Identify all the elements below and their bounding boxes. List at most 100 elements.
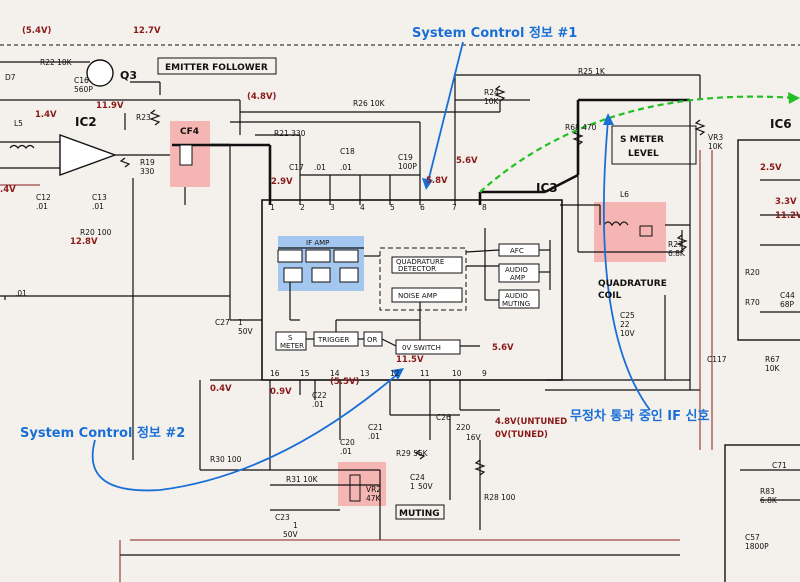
pin-15: 15 [300, 369, 310, 378]
r24-value: 10K [484, 97, 500, 106]
audio-muting-2: MUTING [502, 300, 530, 308]
ic2-label: IC2 [75, 115, 97, 129]
r28-label: R28 100 [484, 493, 516, 502]
c26-value: 220 [456, 423, 471, 432]
c13-value: .01 [92, 202, 104, 211]
r31-label: R31 10K [286, 475, 319, 484]
c19-value: 100P [398, 162, 417, 171]
pin-14: 14 [330, 369, 340, 378]
c24-rating: 50V [418, 482, 434, 491]
voltage-12-8: 12.8V [70, 237, 98, 247]
r68-label: R68 470 [565, 123, 597, 132]
c25-value: 22 [620, 320, 630, 329]
voltage-12: 0.4V [210, 384, 232, 394]
c25-label: C25 [620, 311, 635, 320]
c44-value: 68P [780, 300, 795, 309]
c16-label: C16 [74, 76, 89, 85]
cf4-label: CF4 [180, 127, 199, 137]
voltage-6: 2.9V [271, 177, 293, 187]
r26-label: R26 10K [353, 99, 386, 108]
pin-3: 3 [330, 203, 335, 212]
c57-label: C57 [745, 533, 760, 542]
r30-label: R30 100 [210, 455, 242, 464]
c27-value: 1 [238, 318, 243, 327]
r19-label: R19 [140, 158, 155, 167]
voltage-10: 11.5V [396, 355, 424, 365]
r19-value: 330 [140, 167, 155, 176]
r70-label: R70 [745, 298, 760, 307]
s-meter-block-1: S [288, 334, 293, 342]
ic3-chip [261, 199, 563, 381]
pin-7: 7 [452, 203, 457, 212]
voltage-8: 5.6V [456, 156, 478, 166]
pin-6: 6 [420, 203, 425, 212]
annotation-system-control-1: System Control 정보 #1 [412, 25, 577, 41]
emitter-follower-box [157, 57, 277, 75]
ic6-label: IC6 [770, 117, 792, 131]
voltage-15: 3.3V [775, 197, 797, 207]
voltage-2: 12.7V [133, 26, 161, 36]
voltage-13: 0.9V [270, 387, 292, 397]
r25-label: R25 1K [578, 67, 606, 76]
ic6-chip [737, 139, 800, 341]
c26-rating: 16V [466, 433, 482, 442]
r83-value: 6.8K [760, 496, 778, 505]
c23-value: 1 [293, 521, 298, 530]
r27-value: 6.8K [668, 249, 686, 258]
q3-label: Q3 [120, 69, 137, 82]
c20-value: .01 [340, 447, 352, 456]
c27-rating: 50V [238, 327, 254, 336]
vr2-label: VR2 [366, 485, 381, 494]
ov-switch-block: 0V SWITCH [402, 344, 441, 352]
annotation-system-control-2: System Control 정보 #2 [20, 425, 185, 441]
d7-label: D7 [5, 73, 16, 82]
qd-block-1: QUADRATURE [396, 258, 444, 266]
c22-label: C22 [312, 391, 327, 400]
s-meter-level-box [611, 125, 697, 165]
pin-1: 1 [270, 203, 275, 212]
vr3-value: 10K [708, 142, 724, 151]
l5-label: L5 [14, 119, 23, 128]
vr2-highlight [338, 462, 386, 506]
green-signal-arc [479, 95, 796, 193]
arrow-system-control-1 [427, 41, 464, 183]
vr3-label: VR3 [708, 133, 723, 142]
emitter-follower-label: EMITTER FOLLOWER [165, 63, 268, 73]
r20-label: R20 100 [80, 228, 112, 237]
pin-13: 13 [360, 369, 370, 378]
noise-amp-block: NOISE AMP [398, 292, 437, 300]
voltage-3: 1.4V [35, 110, 57, 120]
voltage-9: (5.5V) [330, 377, 360, 387]
r83-label: R83 [760, 487, 775, 496]
annotation-if-signal: 무정차 통과 중인 IF 신호 [570, 408, 710, 424]
c117-label: C117 [707, 355, 727, 364]
pin-16: 16 [270, 369, 280, 378]
vr2-value: 47K [366, 494, 382, 503]
or-block: OR [367, 336, 378, 344]
c24-label: C24 [410, 473, 425, 482]
l6-label: L6 [620, 190, 629, 199]
r24-label: R24 [484, 88, 499, 97]
pin-8: 8 [482, 203, 487, 212]
audio-amp-1: AUDIO [505, 266, 528, 274]
c21-label: C21 [368, 423, 383, 432]
afc-block: AFC [510, 247, 524, 255]
voltage-16: 11.2V [775, 211, 800, 221]
r29-label: R29 56K [396, 449, 429, 458]
c21-value: .01 [368, 432, 380, 441]
pin-2: 2 [300, 203, 305, 212]
voltage-1: (5.4V) [22, 26, 52, 36]
c24-value: 1 [410, 482, 415, 491]
c19-label: C19 [398, 153, 413, 162]
pin-10: 10 [452, 369, 462, 378]
r67-value: 10K [765, 364, 781, 373]
c22-value: .01 [312, 400, 324, 409]
c18-value: .01 [340, 163, 352, 172]
pin-11: 11 [420, 369, 430, 378]
c01-label: .01 [15, 289, 27, 298]
muting-box [395, 504, 445, 520]
c23-rating: 50V [283, 530, 299, 539]
c71-label: C71 [772, 461, 787, 470]
